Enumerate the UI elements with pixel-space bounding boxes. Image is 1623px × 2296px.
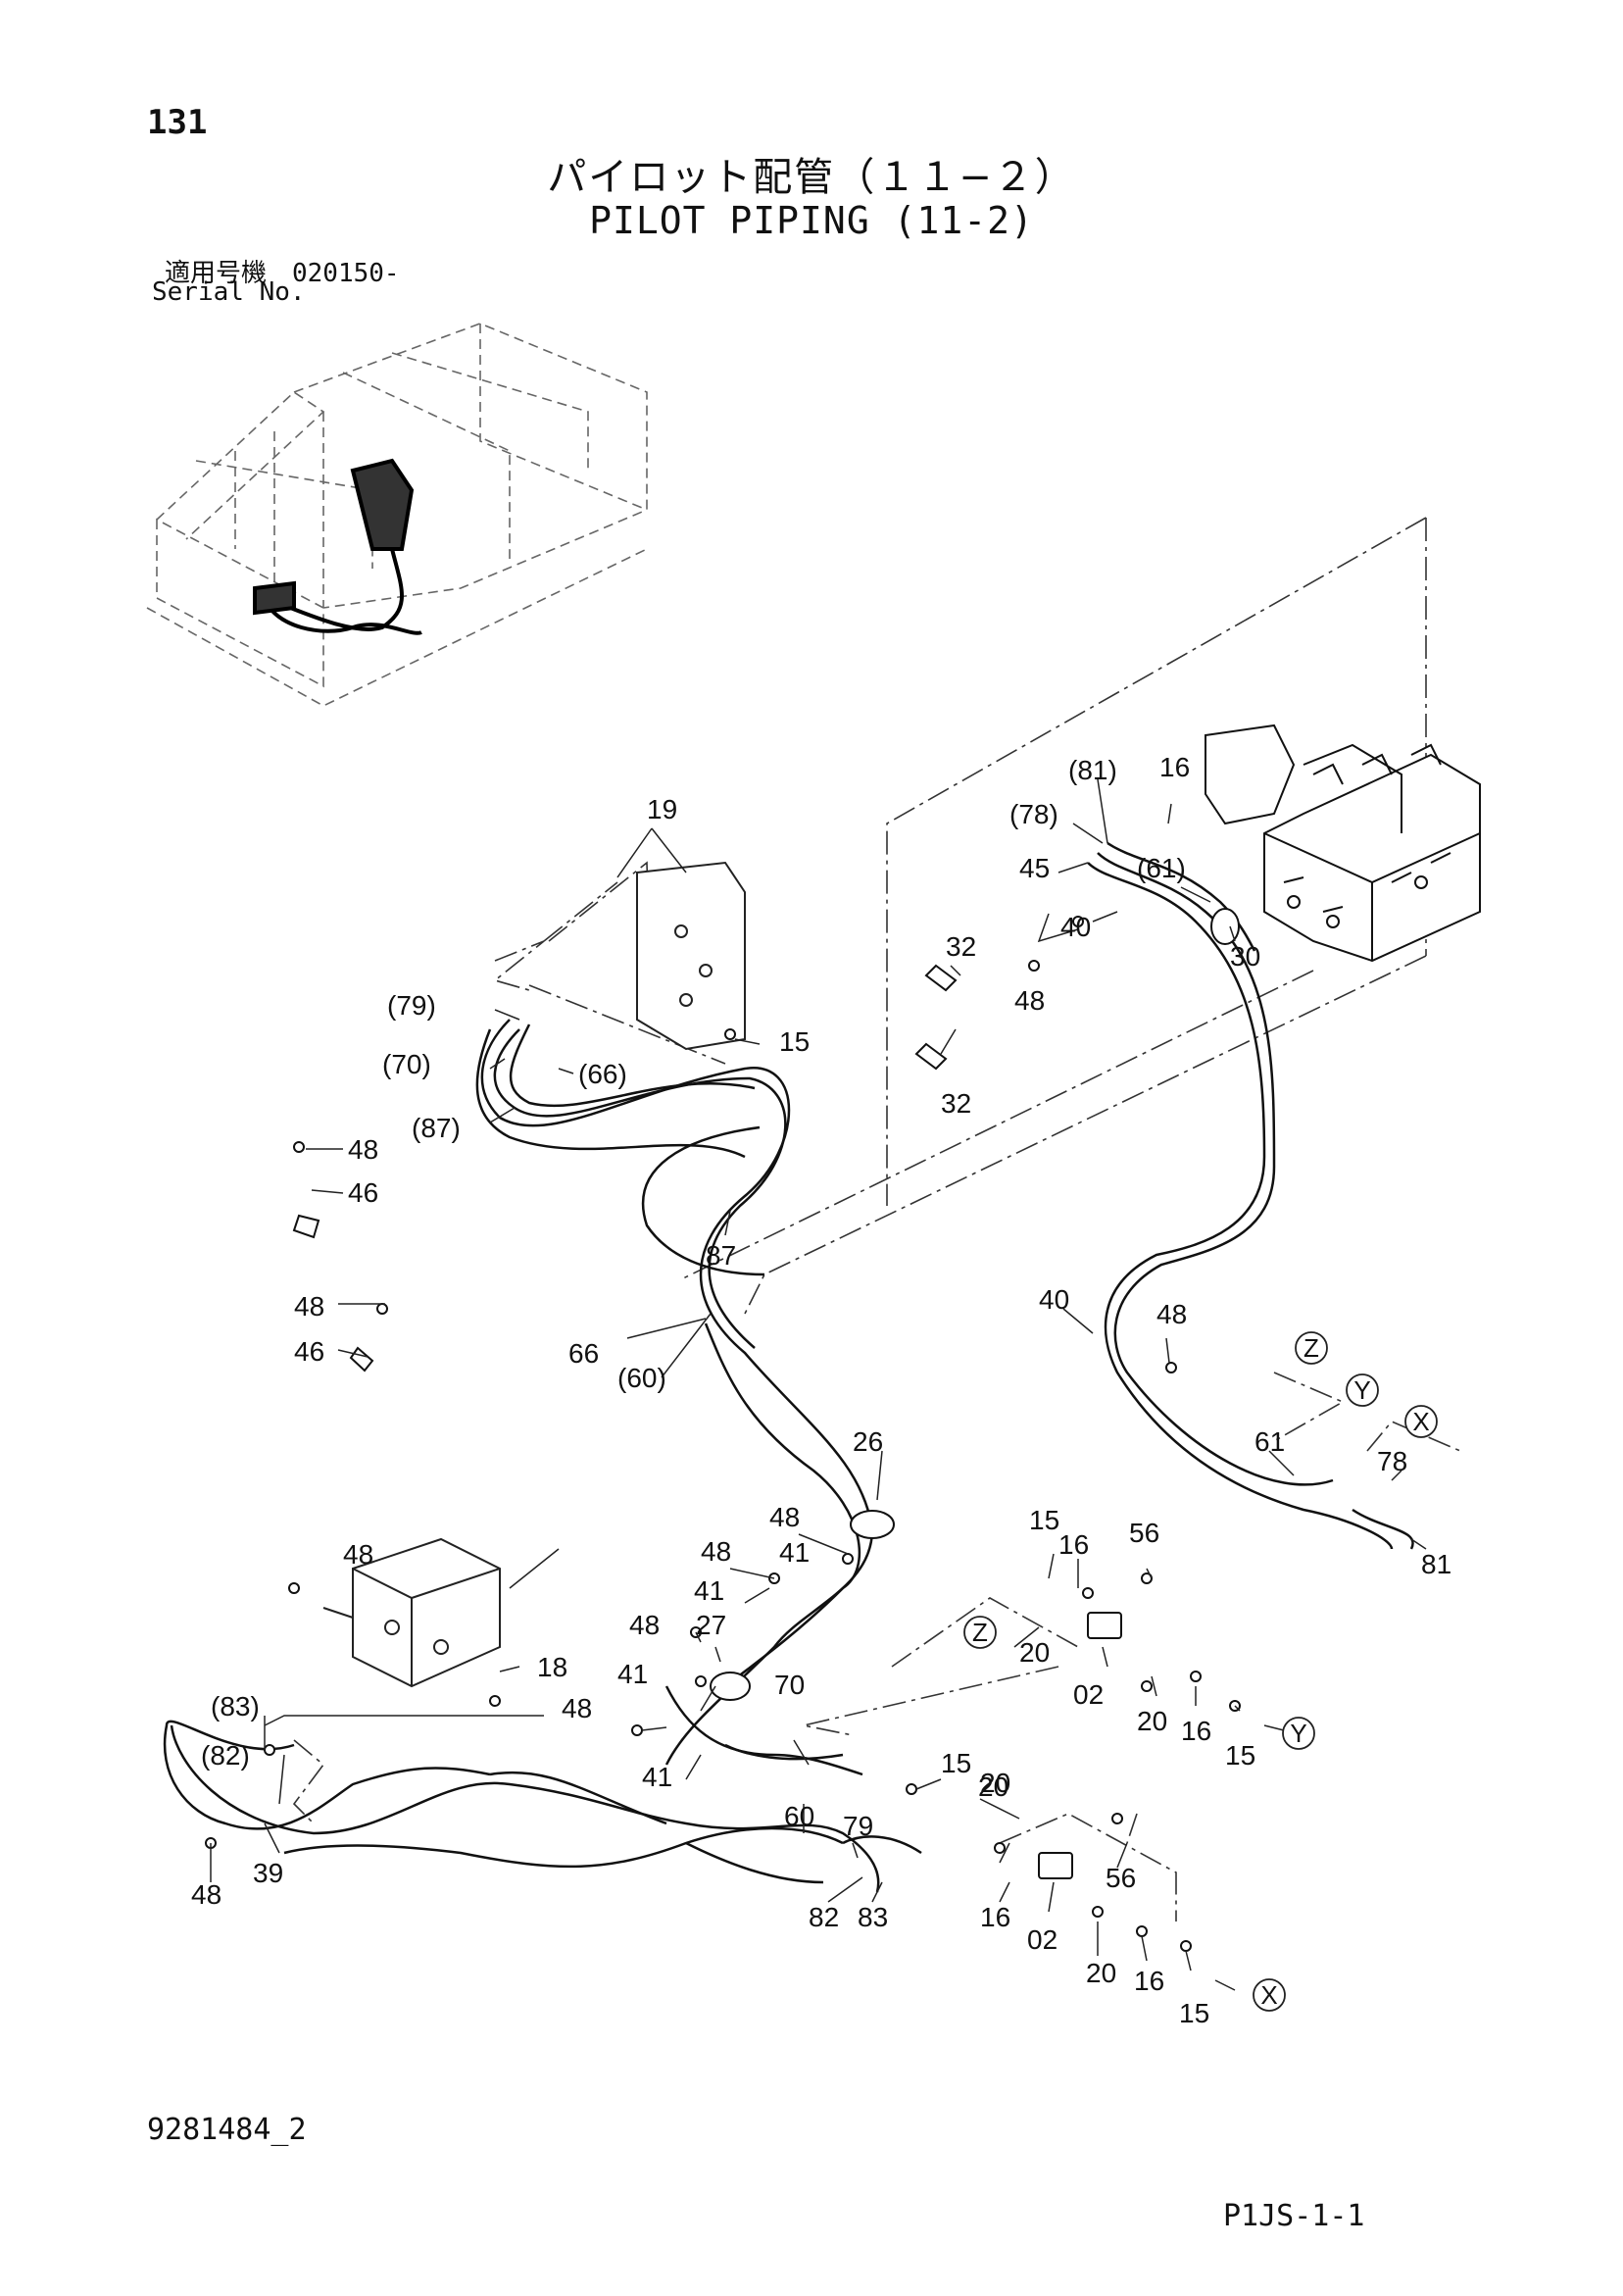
callout-78-ref: (78) (1009, 799, 1058, 829)
callout-79: 79 (843, 1811, 873, 1841)
callout-40-b: 40 (1039, 1284, 1069, 1315)
callout-48-e: 48 (769, 1502, 800, 1532)
callout-45: 45 (1019, 853, 1050, 883)
document-number: 9281484_2 (147, 2113, 307, 2147)
marker-y-mid: Y (1282, 1717, 1315, 1750)
callout-41-d: 41 (642, 1762, 672, 1792)
marker-y-top: Y (1346, 1373, 1379, 1407)
callout-87: 87 (706, 1240, 736, 1271)
pilot-valve-block (322, 1537, 501, 1688)
page-title-english: PILOT PIPING (11-2) (589, 199, 1034, 242)
svg-text:Y: Y (1290, 1719, 1306, 1748)
callout-15-e: 15 (1179, 1998, 1209, 2028)
callout-48-g: 48 (629, 1610, 660, 1640)
callout-41-b: 41 (694, 1575, 724, 1606)
callout-81-ref: (81) (1068, 755, 1117, 785)
callout-60-ref: (60) (617, 1363, 666, 1393)
pilot-hoses (163, 841, 1414, 1893)
mounting-plate (636, 861, 746, 1051)
callout-56-a: 56 (1129, 1518, 1159, 1548)
callout-79-ref: (79) (387, 990, 436, 1021)
callout-46-b: 46 (294, 1336, 324, 1367)
svg-text:Z: Z (972, 1618, 988, 1647)
callout-81: 81 (1421, 1549, 1451, 1579)
callout-16-d: 16 (980, 1902, 1010, 1932)
callout-16-a: 16 (1159, 752, 1190, 782)
page-number: 131 (147, 103, 208, 142)
callout-15-b: 15 (941, 1748, 971, 1778)
callout-40-a: 40 (1060, 912, 1091, 942)
callout-48-i: 48 (191, 1879, 221, 1910)
callout-56-b: 56 (1106, 1863, 1136, 1893)
callout-48-h: 48 (562, 1693, 592, 1723)
callout-82-ref: (82) (201, 1740, 250, 1771)
callout-48-b: 48 (294, 1291, 324, 1322)
page-code: P1JS-1-1 (1223, 2199, 1365, 2233)
callout-16-b: 16 (1058, 1529, 1089, 1560)
callout-20-a: 20 (980, 1768, 1010, 1798)
callout-83: 83 (858, 1902, 888, 1932)
callout-20-top: 48 (343, 1539, 373, 1570)
callout-20-e: 20 (1086, 1958, 1116, 1988)
serial-label-japanese: 適用号機 020150- (165, 259, 400, 288)
callout-15-d: 15 (1225, 1740, 1255, 1771)
callout-02-a: 02 (1073, 1679, 1104, 1710)
callout-82: 82 (809, 1902, 839, 1932)
callout-48-d: 48 (1156, 1299, 1187, 1329)
callout-labels: 19 (79) (70) (87) (66) 15 48 46 48 46 87… (191, 752, 1451, 2028)
callout-87-ref: (87) (412, 1113, 461, 1143)
callout-15-a: 15 (779, 1026, 810, 1057)
callout-66-ref: (66) (578, 1059, 627, 1089)
callout-20-b: 20 (1019, 1637, 1050, 1668)
callout-48-c: 48 (1014, 985, 1045, 1016)
marker-z-mid: Z (963, 1616, 997, 1649)
callout-83-ref: (83) (211, 1691, 260, 1722)
svg-text:Y: Y (1353, 1375, 1370, 1405)
callout-18: 18 (537, 1652, 567, 1682)
callout-41-a: 41 (779, 1537, 810, 1568)
callout-19: 19 (647, 794, 677, 824)
callout-02-b: 02 (1027, 1924, 1057, 1955)
marker-z-top: Z (1295, 1331, 1328, 1365)
callout-16-e: 16 (1134, 1966, 1164, 1996)
svg-text:X: X (1412, 1407, 1429, 1436)
reference-lines (292, 517, 1461, 1922)
callout-20-c: 20 (1137, 1706, 1167, 1736)
callout-39: 39 (253, 1858, 283, 1888)
callout-61: 61 (1254, 1426, 1285, 1457)
callout-78: 78 (1377, 1446, 1407, 1476)
callout-70: 70 (774, 1670, 805, 1700)
callout-66: 66 (568, 1338, 599, 1369)
overview-highlight-harness (253, 458, 422, 635)
callout-32-a: 32 (946, 931, 976, 962)
callout-30: 30 (1230, 941, 1260, 972)
callout-41-c: 41 (617, 1659, 648, 1689)
page-title-japanese: パイロット配管（１１−２） (547, 155, 1076, 200)
callout-70-ref: (70) (382, 1049, 431, 1079)
leader-lines (210, 778, 1427, 1991)
svg-text:Z: Z (1303, 1333, 1319, 1363)
callout-48-a: 48 (348, 1134, 378, 1165)
callout-27: 27 (696, 1610, 726, 1640)
callout-61-ref: (61) (1137, 853, 1186, 883)
marker-x-top: X (1404, 1405, 1438, 1438)
callout-46-a: 46 (348, 1177, 378, 1208)
callout-16-c: 16 (1181, 1716, 1211, 1746)
callout-48-f: 48 (701, 1536, 731, 1567)
serial-label-english: Serial No. (152, 277, 306, 307)
callout-20-d: 20 (978, 1772, 1008, 1802)
clamps-and-fittings (205, 908, 1241, 1952)
marker-x-bottom: X (1253, 1978, 1286, 2012)
callout-15-c: 15 (1029, 1505, 1059, 1535)
callout-60: 60 (784, 1801, 814, 1831)
connection-markers: Z Y X Z Y X (963, 1331, 1438, 2012)
svg-text:X: X (1260, 1980, 1277, 2010)
control-valve-assembly (1205, 724, 1481, 963)
callout-32-b: 32 (941, 1088, 971, 1119)
callout-26: 26 (853, 1426, 883, 1457)
